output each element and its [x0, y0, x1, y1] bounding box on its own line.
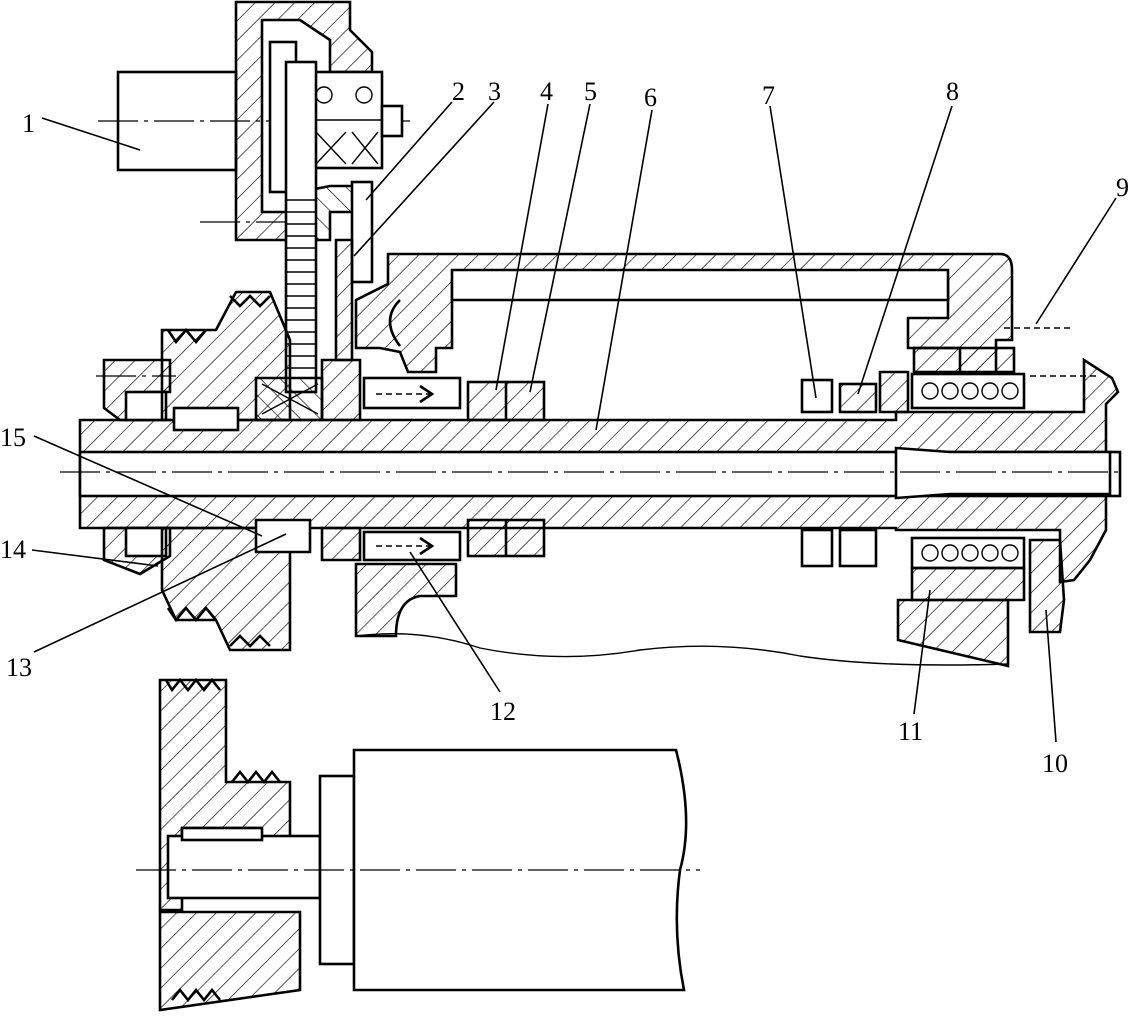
leader-lines: [31, 101, 1117, 743]
label-3: 3: [488, 77, 501, 106]
rear-bearing: [878, 346, 1100, 668]
motor-bottom: [136, 748, 700, 992]
control-rod: [334, 180, 374, 362]
lock-nuts: [800, 378, 878, 568]
label-8: 8: [946, 77, 959, 106]
label-1: 1: [22, 109, 35, 138]
label-11: 11: [898, 717, 923, 746]
label-4: 4: [540, 77, 553, 106]
part-labels: 1 2 3 4 5 6 7 8 9 10 11 12 13 14 15: [0, 77, 1129, 778]
label-14: 14: [0, 535, 26, 564]
toothed-belt: [284, 60, 318, 394]
label-9: 9: [1116, 173, 1129, 202]
label-10: 10: [1042, 749, 1068, 778]
body-break-line: [355, 633, 1009, 666]
left-end-cap: [96, 358, 176, 576]
lower-pulley: [158, 677, 322, 1012]
label-6: 6: [644, 83, 657, 112]
label-15: 15: [0, 423, 26, 452]
spindle: [60, 357, 1122, 584]
label-5: 5: [584, 77, 597, 106]
label-7: 7: [762, 81, 775, 110]
label-13: 13: [6, 653, 32, 682]
frame-casing: [354, 252, 1072, 382]
label-12: 12: [490, 697, 516, 726]
label-2: 2: [452, 77, 465, 106]
